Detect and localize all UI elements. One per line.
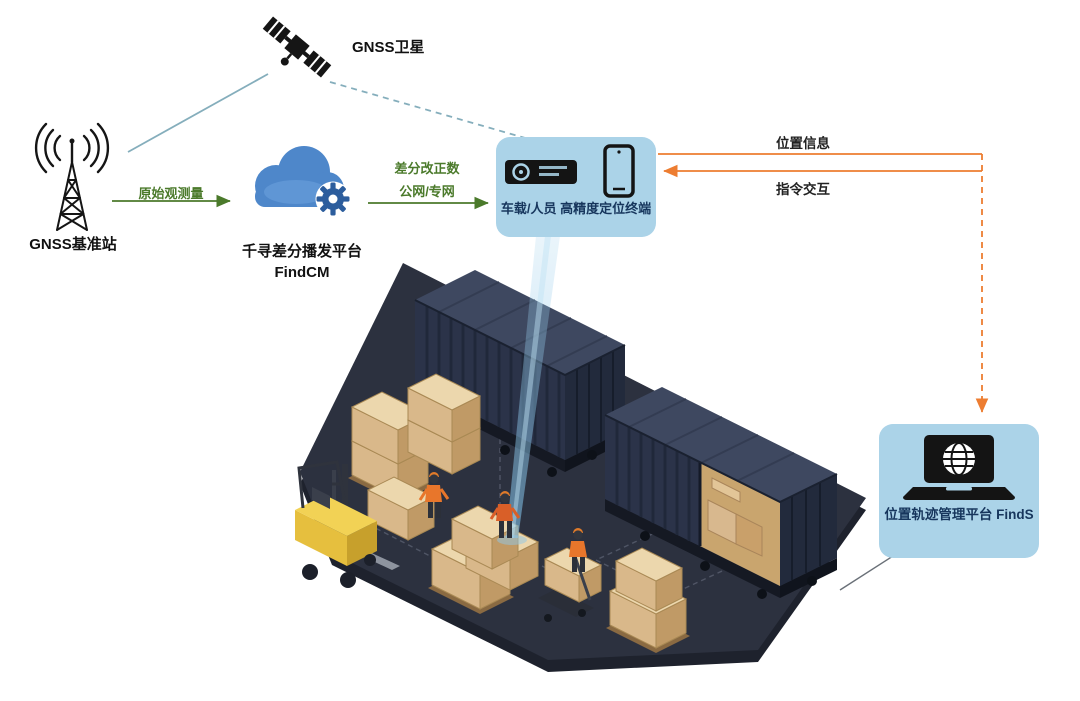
- flow-position-info-label: 位置信息: [776, 136, 830, 151]
- cloud-platform-name: 千寻差分播发平台: [241, 243, 362, 260]
- pallet-stack-right: [606, 547, 690, 653]
- worker-1: [418, 472, 450, 518]
- lane-dashed-line-2: [351, 515, 431, 557]
- satellite-label: GNSS卫星: [352, 39, 425, 56]
- pallet-jack: [538, 547, 603, 622]
- cloud-platform-label: 千寻差分播发平台 FindCM: [218, 241, 386, 283]
- management-platform-node: 位置轨迹管理平台 FindS: [879, 424, 1039, 558]
- smartphone-icon: [603, 144, 635, 198]
- shipping-container-2: [604, 387, 838, 599]
- pallet-stack-center: [428, 505, 540, 614]
- pallet-box-small: [366, 476, 436, 541]
- gear-icon: [316, 182, 350, 216]
- flow-correction-label: 差分改正数 公网/专网: [364, 158, 490, 204]
- base-station-label: GNSS基准站: [29, 236, 117, 253]
- lane-dashed-line: [499, 430, 599, 595]
- satellite-icon: [262, 16, 332, 78]
- terminal-label-line2: 高精度定位终端: [560, 201, 652, 216]
- forklift: [295, 460, 400, 588]
- vehicle-receiver-icon: [505, 160, 577, 184]
- worker-3: [569, 528, 587, 572]
- finds-icon-area: [903, 435, 1015, 500]
- cloud-platform-product: FindCM: [274, 264, 330, 281]
- positioning-beam: [506, 236, 560, 538]
- flow-command-label: 指令交互: [776, 182, 830, 197]
- terminal-icons: [505, 144, 635, 198]
- terminal-label: 车载/人员 高精度定位终端: [501, 201, 651, 218]
- cloud-gear-icon: [255, 146, 351, 217]
- finds-callout-line: [839, 555, 894, 591]
- management-platform-label: 位置轨迹管理平台 FindS: [884, 506, 1033, 524]
- pallet-stack-left-2: [406, 373, 482, 475]
- link-satellite-terminal-dashed: [329, 81, 533, 141]
- terminal-label-line1: 车载/人员: [500, 201, 557, 216]
- laptop-globe-icon: [903, 435, 1015, 500]
- positioning-terminal-node: 车载/人员 高精度定位终端: [496, 137, 656, 237]
- management-platform-name: 位置轨迹管理平台: [884, 507, 993, 522]
- flow-correction-network: 公网/专网: [399, 183, 455, 199]
- flow-raw-observation-label: 原始观测量: [138, 186, 204, 201]
- antenna-tower-icon: [34, 122, 110, 231]
- management-platform-product: FindS: [996, 507, 1034, 522]
- worker-2: [489, 491, 521, 538]
- flow-correction-data: 差分改正数: [394, 161, 460, 176]
- link-basestation-satellite: [127, 73, 269, 153]
